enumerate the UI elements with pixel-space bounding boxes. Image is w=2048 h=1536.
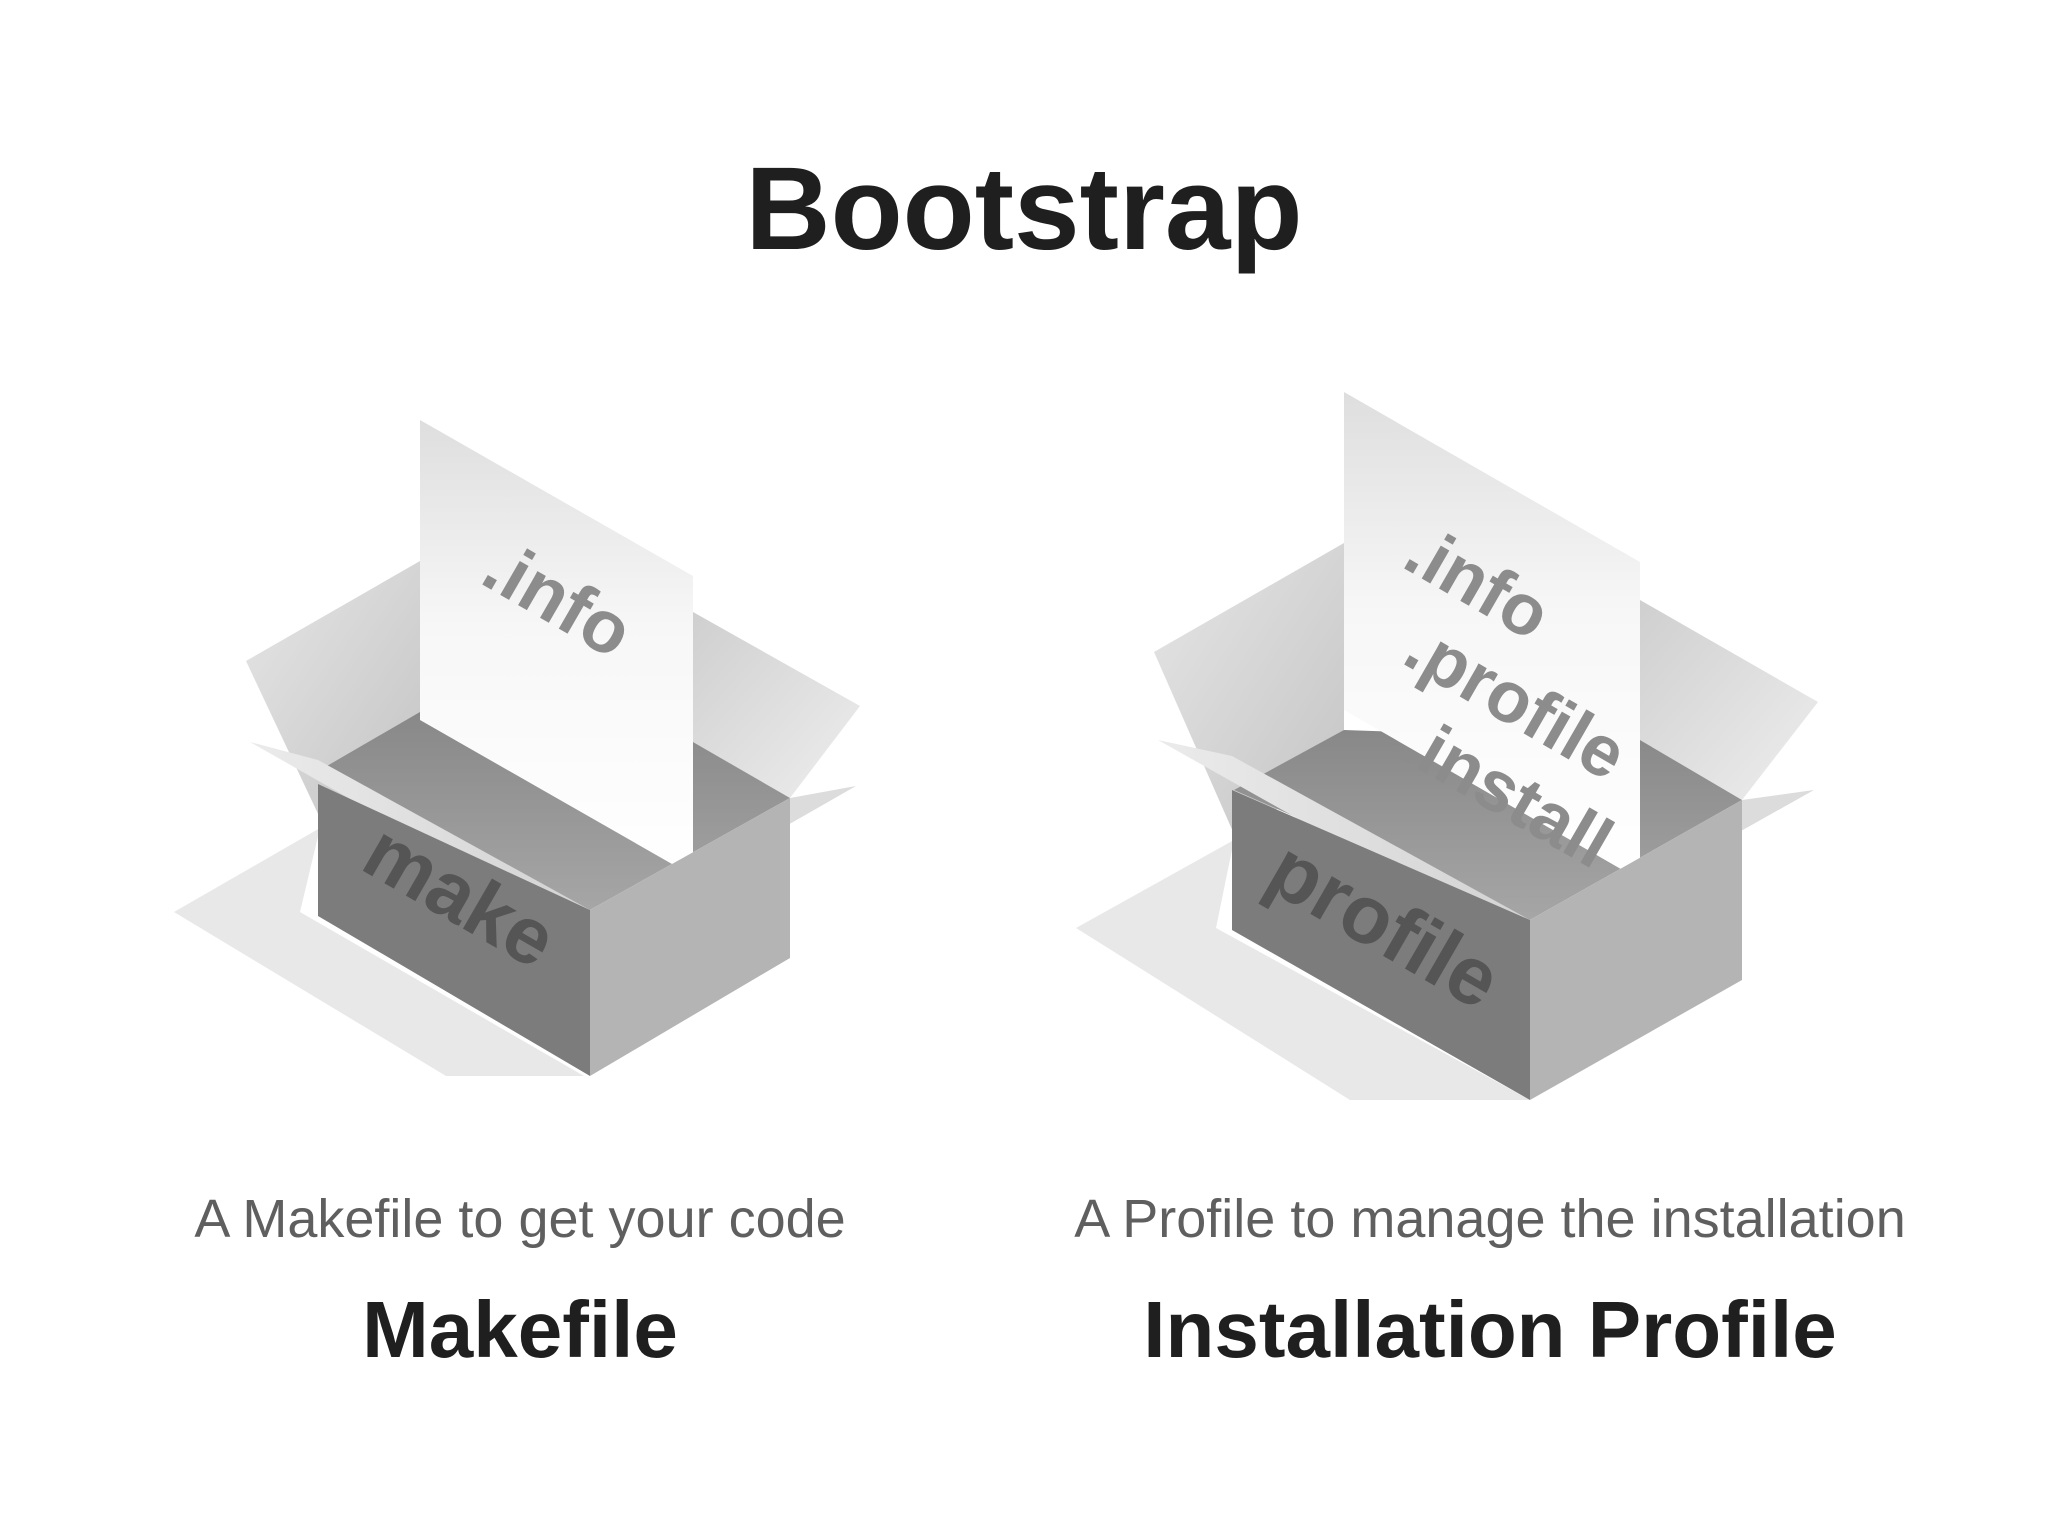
makefile-label: Makefile — [362, 1285, 678, 1374]
installation-profile-caption: A Profile to manage the installation — [1074, 1189, 1906, 1249]
box-shadow — [1076, 840, 1234, 928]
box-front-left-flap — [1158, 740, 1530, 920]
box-back-right-flap — [693, 612, 860, 798]
box-side-face — [590, 798, 790, 1076]
makefile-box: .info make — [174, 420, 860, 1076]
installation-profile-box: .info .profile .install profile — [1076, 392, 1818, 1100]
makefile-caption: A Makefile to get your code — [194, 1189, 846, 1249]
sheet-paper — [1344, 392, 1640, 880]
box-side-face — [1530, 800, 1742, 1100]
box-back-right-flap — [1640, 600, 1818, 800]
box-front-face — [1232, 790, 1530, 1100]
box-shadow — [1076, 928, 1530, 1100]
box-front-face — [318, 784, 590, 1076]
box-shadow — [174, 912, 584, 1076]
box-shadow — [174, 828, 320, 912]
installation-profile-label: Installation Profile — [1143, 1285, 1837, 1374]
page-title: Bootstrap — [745, 143, 1303, 275]
box-front-left-flap — [250, 742, 590, 910]
sheet-paper — [420, 420, 693, 876]
